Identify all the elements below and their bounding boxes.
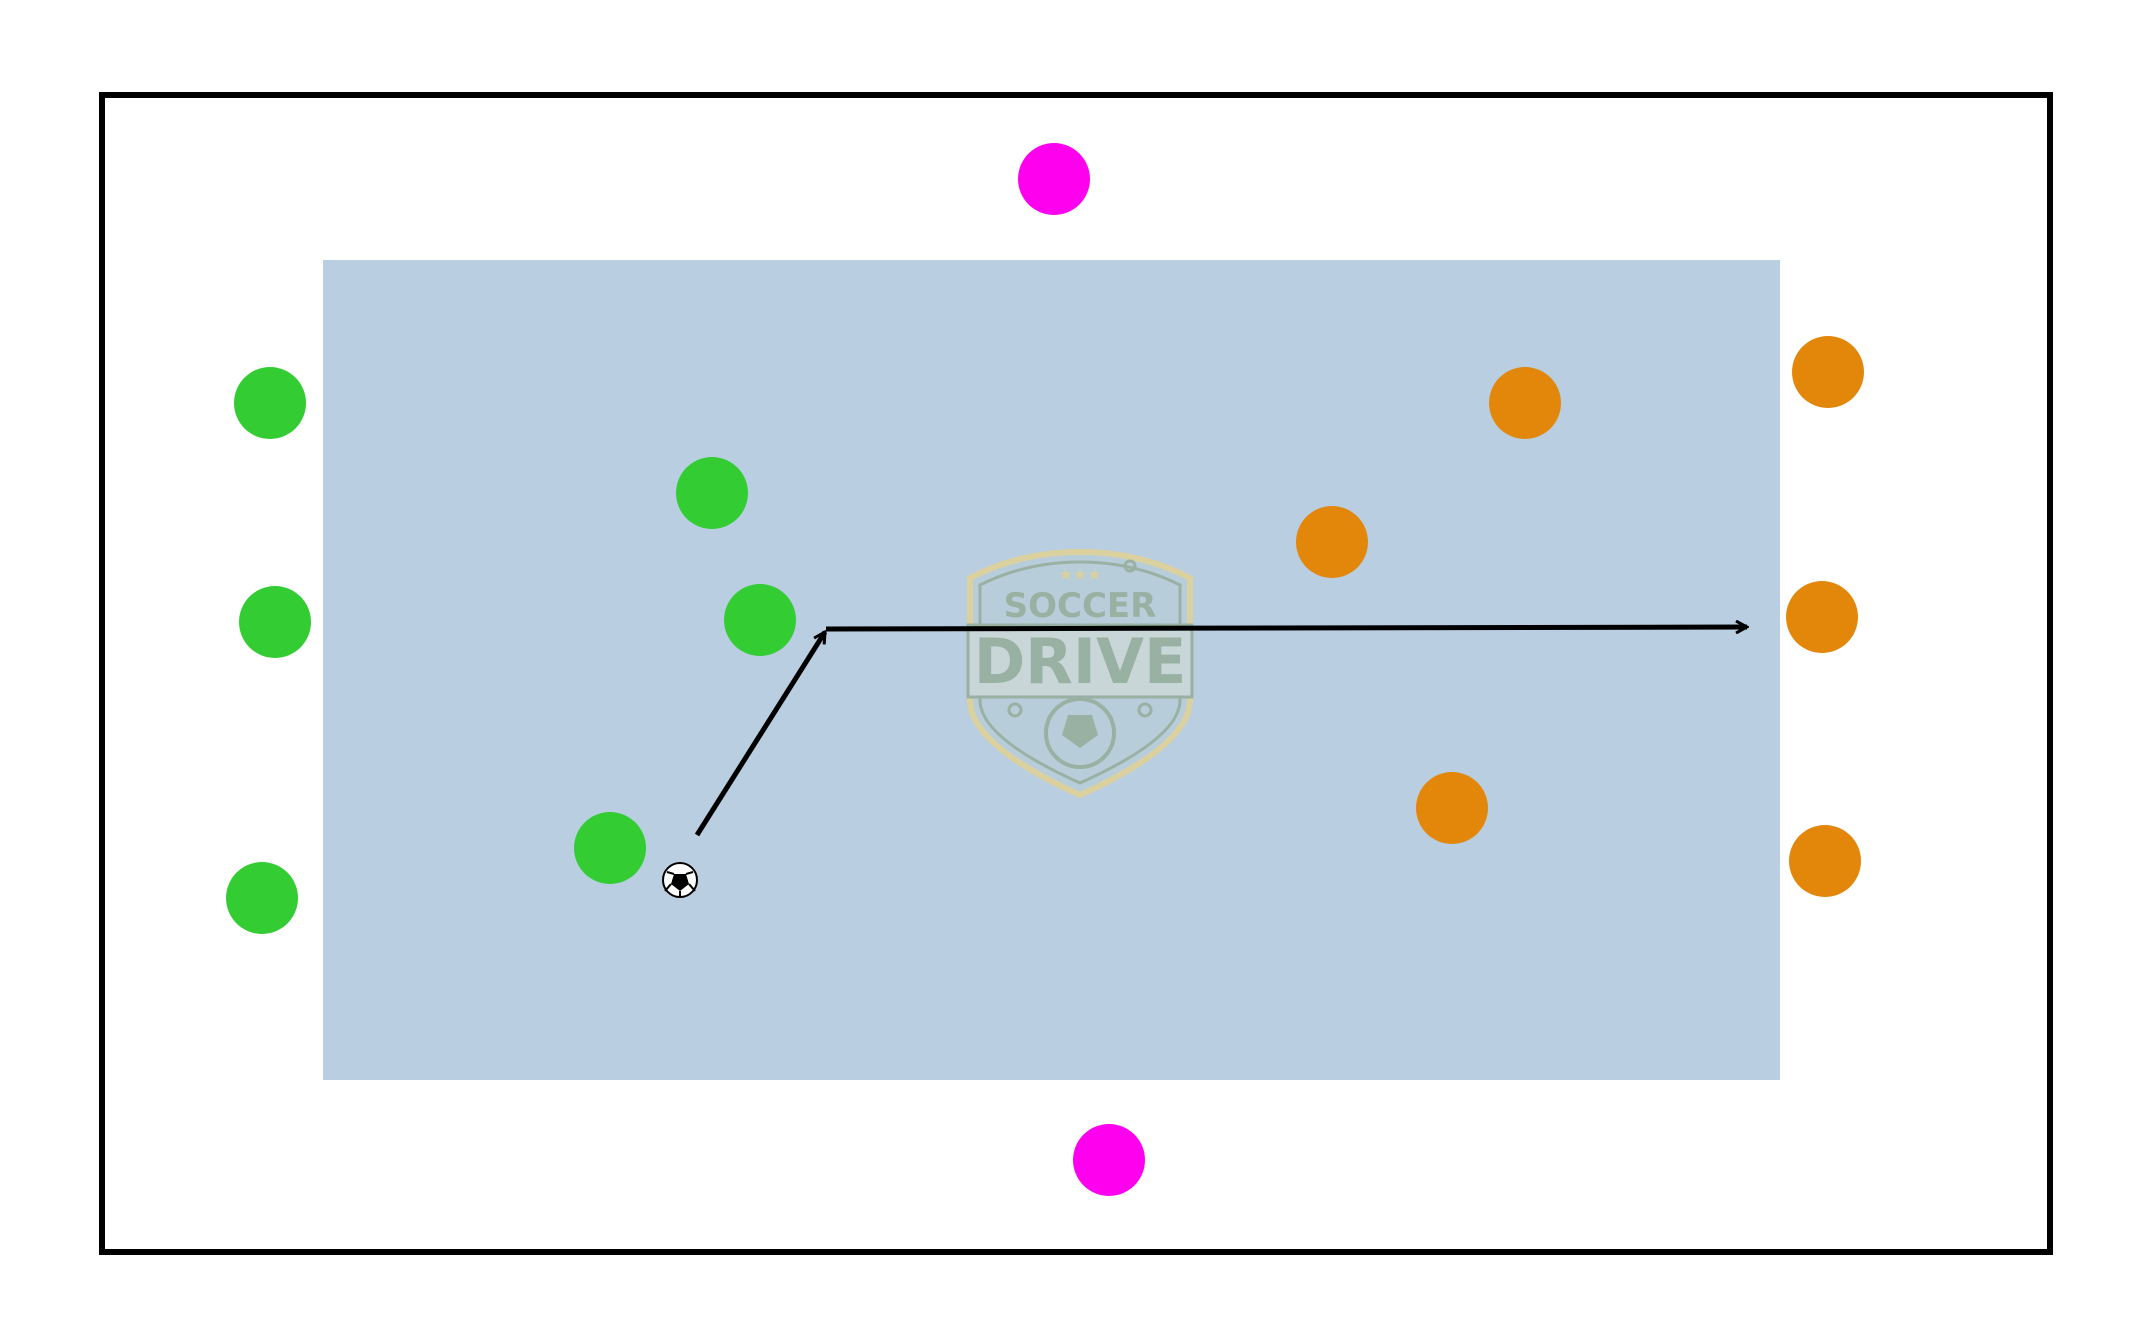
green-player bbox=[574, 812, 646, 884]
soccer-drive-logo: ★★★ SOCCER DRIVE bbox=[966, 548, 1194, 799]
pass-arrow-horizontal bbox=[825, 627, 1747, 629]
logo-banner bbox=[966, 623, 1194, 699]
neutral-player bbox=[1073, 1124, 1145, 1196]
orange-player bbox=[1786, 581, 1858, 653]
neutral-player bbox=[1018, 143, 1090, 215]
logo-text-drive: DRIVE bbox=[974, 625, 1187, 698]
orange-player bbox=[1489, 367, 1561, 439]
orange-player bbox=[1792, 336, 1864, 408]
orange-team bbox=[1296, 336, 1864, 897]
logo-ball-icon bbox=[1044, 697, 1116, 769]
orange-player bbox=[1296, 506, 1368, 578]
green-team bbox=[226, 367, 796, 934]
orange-player bbox=[1789, 825, 1861, 897]
orange-player bbox=[1416, 772, 1488, 844]
neutral-players bbox=[1018, 143, 1145, 1196]
logo-stars: ★★★ bbox=[1058, 565, 1101, 584]
pass-arrow-diagonal bbox=[694, 632, 828, 837]
logo-text-soccer: SOCCER bbox=[1004, 586, 1157, 626]
green-player bbox=[676, 457, 748, 529]
green-player bbox=[239, 586, 311, 658]
green-player bbox=[234, 367, 306, 439]
green-player bbox=[226, 862, 298, 934]
soccer-ball-icon bbox=[662, 862, 698, 898]
green-player bbox=[724, 584, 796, 656]
